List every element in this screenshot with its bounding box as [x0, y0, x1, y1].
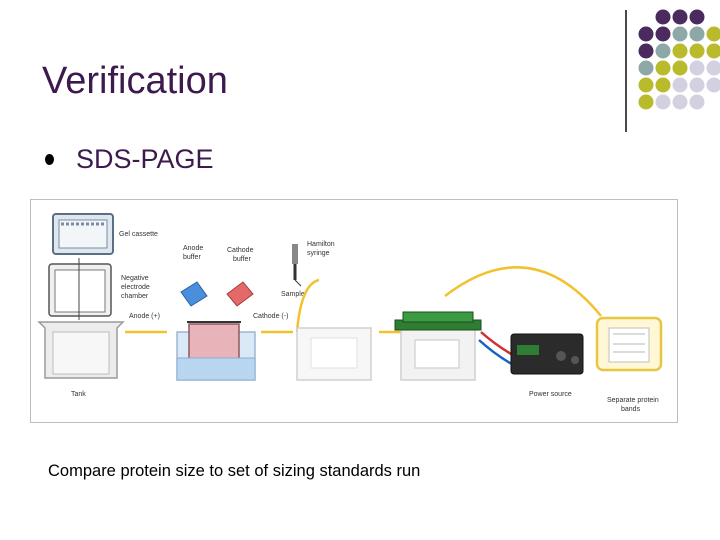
bullet-dot [45, 154, 54, 165]
buffer-tank-illustration [176, 321, 256, 381]
decorative-dot [706, 60, 720, 76]
decorative-dot [689, 60, 705, 76]
gel-cassette-illustration [52, 213, 114, 255]
slide-title: Verification [42, 60, 228, 102]
label-bands-2: bands [621, 406, 641, 413]
decorative-dot [672, 77, 688, 93]
decorative-dot [655, 60, 671, 76]
slide-caption: Compare protein size to set of sizing st… [48, 462, 421, 480]
decorative-dot [672, 94, 688, 110]
loaded-tank-illustration [296, 327, 372, 381]
power-source-illustration [510, 333, 584, 375]
label-gel-cassette: Gel cassette [119, 231, 158, 238]
label-negative-2: electrode [121, 284, 150, 291]
tank-illustration [37, 321, 125, 379]
decorative-dot [689, 9, 705, 25]
running-tank-illustration [394, 311, 482, 381]
cathode-buffer-bottle [226, 281, 254, 307]
label-hamilton-1: Hamilton [307, 241, 335, 248]
decorative-dot [655, 26, 671, 42]
decorative-dot [638, 94, 654, 110]
decorative-dot [706, 77, 720, 93]
decorative-dot-grid [638, 9, 720, 110]
decorative-dot [672, 26, 688, 42]
decorative-dot [689, 94, 705, 110]
label-sample: Sample [281, 291, 305, 298]
decorative-dot [655, 9, 671, 25]
label-hamilton-2: syringe [307, 250, 330, 257]
decorative-dot [655, 94, 671, 110]
decorative-dot [672, 60, 688, 76]
decorative-dot [689, 43, 705, 59]
protein-bands-gel-illustration [595, 316, 663, 372]
bullet-item: SDS-PAGE [45, 144, 214, 175]
label-anode-buffer-2: buffer [183, 254, 201, 261]
label-power-source: Power source [529, 391, 572, 398]
process-arrows [125, 266, 602, 334]
sds-page-diagram: Gel cassette Negative electrode chamber … [30, 199, 678, 423]
label-negative-1: Negative [121, 275, 149, 282]
anode-buffer-bottle [180, 281, 208, 307]
decorative-dot [706, 43, 720, 59]
decorative-dot [689, 77, 705, 93]
bullet-text: SDS-PAGE [76, 144, 214, 174]
decorative-dot [689, 26, 705, 42]
label-anode: Anode (+) [129, 313, 160, 320]
label-anode-buffer-1: Anode [183, 245, 203, 252]
label-cathode-buffer-2: buffer [233, 256, 251, 263]
label-negative-3: chamber [121, 293, 149, 300]
decorative-dot [638, 60, 654, 76]
label-cathode-buffer-1: Cathode [227, 247, 254, 254]
decorative-dot [638, 43, 654, 59]
label-bands-1: Separate protein [607, 397, 659, 404]
decorative-dot [672, 43, 688, 59]
title-divider [625, 10, 627, 132]
decorative-dot [655, 43, 671, 59]
electrode-chamber-illustration [48, 258, 112, 320]
decorative-dot [672, 9, 688, 25]
label-cathode: Cathode (-) [253, 313, 288, 320]
decorative-dot [638, 26, 654, 42]
label-tank: Tank [71, 391, 86, 398]
decorative-dot [706, 26, 720, 42]
decorative-dot [638, 77, 654, 93]
decorative-dot [655, 77, 671, 93]
hamilton-syringe-illustration [292, 244, 302, 287]
